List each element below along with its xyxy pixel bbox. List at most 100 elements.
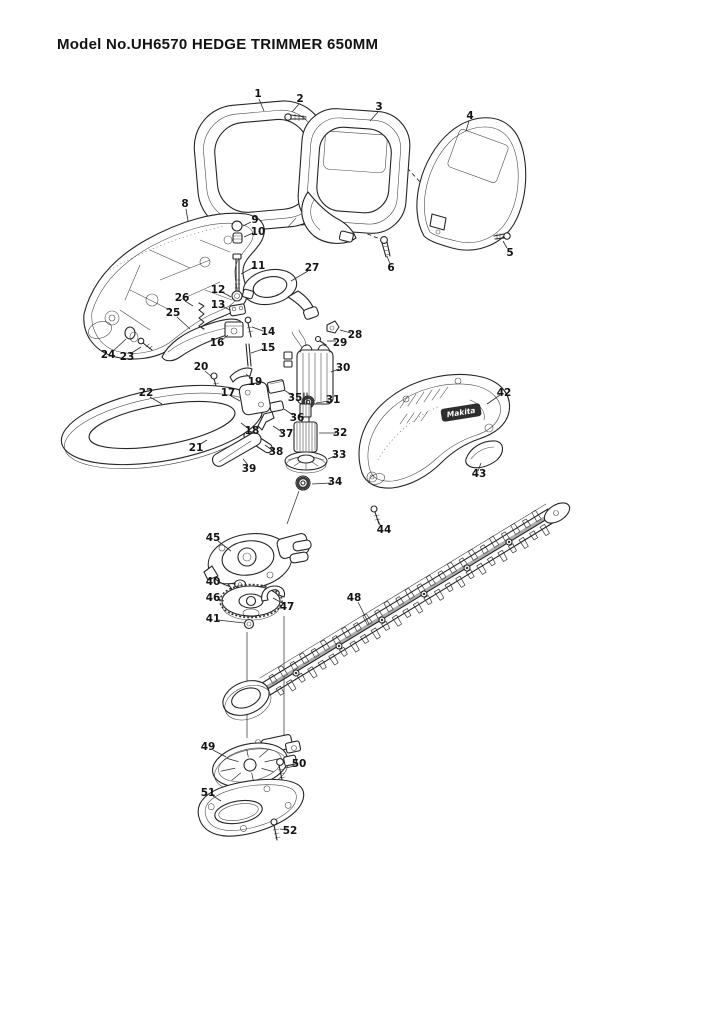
part-label-10: 10	[250, 225, 266, 238]
part-label-45: 45	[205, 531, 221, 544]
part-4-hand-guard	[416, 117, 527, 251]
blade-tooth	[286, 679, 297, 692]
blade-tooth	[307, 666, 318, 679]
part-label-13: 13	[210, 298, 226, 311]
blade-tooth	[317, 659, 327, 670]
blade-tooth	[349, 640, 360, 653]
part-label-44: 44	[376, 523, 392, 536]
part-label-26: 26	[174, 291, 190, 304]
blade-bolts	[292, 538, 513, 677]
part-label-38: 38	[268, 445, 284, 458]
part-27-bearing-bracket	[242, 268, 319, 320]
part-label-51: 51	[200, 786, 216, 799]
part-14-screw	[244, 316, 254, 338]
part-3-handle	[297, 108, 411, 244]
blade-tooth	[412, 601, 424, 614]
part-50-screw	[276, 758, 286, 781]
blade-tooth	[391, 614, 402, 627]
part-16-switch-block	[224, 321, 244, 338]
part-label-5: 5	[506, 246, 514, 259]
part-48-blade-assembly	[222, 502, 571, 721]
part-label-2: 2	[296, 92, 304, 105]
fan-spoke	[258, 749, 269, 758]
blade-tooth	[370, 627, 381, 640]
part-label-39: 39	[241, 462, 257, 475]
blade-tooth	[529, 530, 538, 541]
part-label-47: 47	[279, 600, 295, 613]
blade-tooth	[476, 562, 487, 575]
part-label-16: 16	[209, 336, 225, 349]
part-45-gear-housing	[203, 533, 312, 593]
blade-tooth	[486, 556, 496, 567]
part-label-27: 27	[304, 261, 320, 274]
part-label-31: 31	[325, 393, 341, 406]
part-label-30: 30	[335, 361, 351, 374]
part-label-37: 37	[278, 427, 294, 440]
blade-tooth	[539, 523, 550, 536]
blade-tooth	[518, 536, 529, 549]
part-label-41: 41	[205, 612, 221, 625]
part-label-21: 21	[188, 441, 204, 454]
part-label-29: 29	[332, 336, 348, 349]
part-label-34: 34	[327, 475, 343, 488]
part-10-sleeve	[232, 232, 243, 244]
part-52-screw	[270, 818, 281, 841]
part-41-nut	[243, 618, 255, 630]
blade-tooth	[434, 588, 445, 601]
part-label-35: 35	[287, 391, 303, 404]
blade-tooth	[508, 543, 517, 554]
part-label-20: 20	[193, 360, 209, 373]
blade-tooth	[328, 653, 339, 666]
part-26-spring	[198, 302, 205, 330]
part-label-18: 18	[244, 424, 260, 437]
fan-spoke	[264, 758, 280, 763]
fan-spoke	[231, 772, 242, 781]
page-title: Model No.UH6570 HEDGE TRIMMER 650MM	[57, 36, 379, 53]
part-label-23: 23	[119, 350, 135, 363]
part-9-cap	[231, 220, 243, 232]
part-29-screw	[314, 335, 327, 346]
part-19-lever	[229, 367, 253, 383]
part-label-17: 17	[220, 386, 236, 399]
part-5-screw	[493, 232, 511, 240]
part-28-bracket	[326, 320, 340, 334]
fan-spoke	[226, 758, 239, 762]
part-label-50: 50	[291, 757, 307, 770]
part-15-pin	[245, 343, 252, 367]
blade-tooth	[497, 549, 508, 562]
part-35-connector	[266, 379, 286, 394]
part-label-9: 9	[251, 213, 259, 226]
part-label-36: 36	[289, 411, 305, 424]
part-label-32: 32	[332, 426, 348, 439]
part-30-field	[283, 329, 334, 405]
part-label-43: 43	[471, 467, 487, 480]
part-1-loop-handle	[193, 100, 331, 232]
fan-spoke	[246, 749, 249, 758]
blade-tooth	[275, 685, 285, 696]
part-label-48: 48	[346, 591, 362, 604]
part-label-46: 46	[205, 591, 221, 604]
part-37-lever	[257, 411, 275, 431]
part-label-40: 40	[205, 575, 221, 588]
part-24-grommet	[124, 326, 139, 343]
blade-tip	[543, 502, 571, 524]
fan-spokes	[220, 749, 280, 781]
part-label-24: 24	[100, 348, 116, 361]
fan-spoke	[261, 768, 274, 772]
blade-tooth	[339, 646, 348, 657]
part-label-8: 8	[181, 197, 189, 210]
blade-tooth	[455, 575, 466, 588]
part-2-screw	[284, 113, 307, 121]
part-47-clip	[261, 585, 286, 602]
fan-spoke	[251, 772, 254, 781]
part-label-22: 22	[138, 386, 154, 399]
part-label-1: 1	[254, 87, 262, 100]
part-label-14: 14	[260, 325, 276, 338]
part-label-6: 6	[387, 261, 395, 274]
part-8-housing-left	[83, 212, 265, 360]
part-label-49: 49	[200, 740, 216, 753]
part-label-42: 42	[496, 386, 512, 399]
blade-tooth	[360, 634, 369, 644]
